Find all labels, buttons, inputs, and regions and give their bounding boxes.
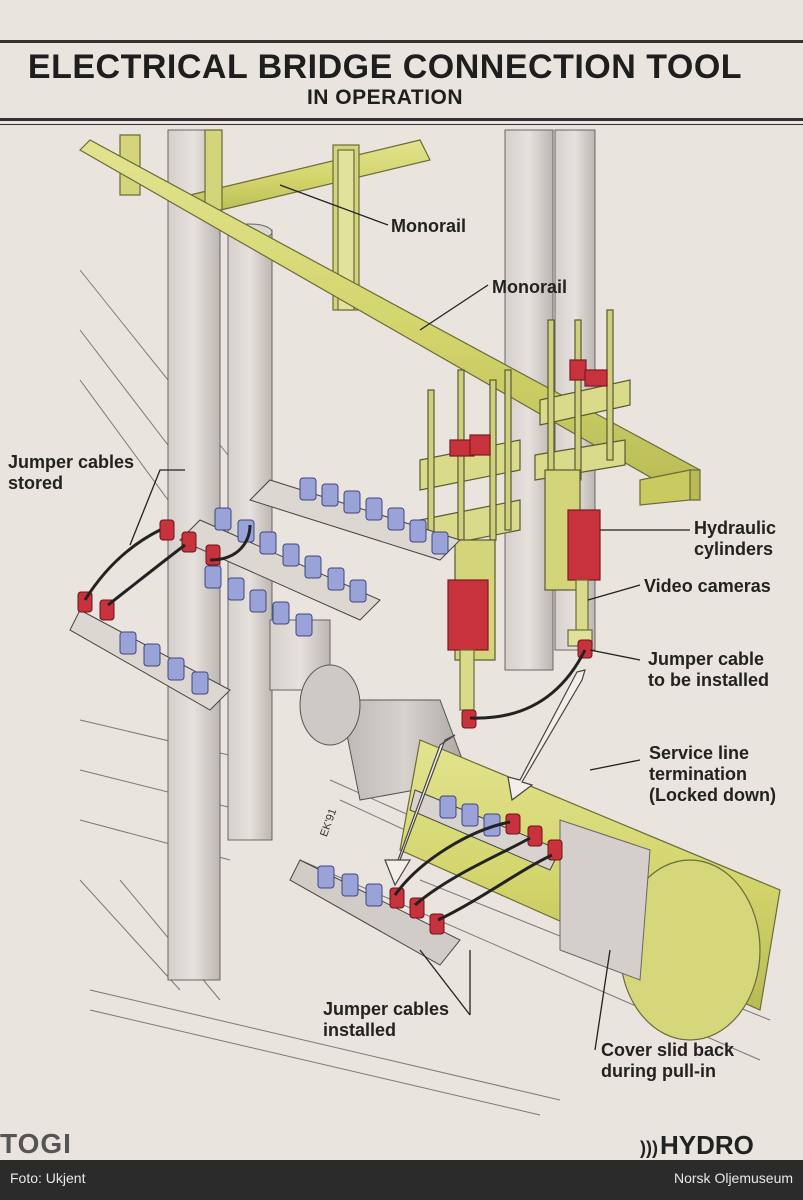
page-subtitle: IN OPERATION bbox=[306, 86, 464, 109]
togi-logo: TOGI bbox=[0, 1128, 72, 1159]
label-hydraulic-cylinders: Hydraulic cylinders bbox=[694, 518, 777, 559]
leader-lines bbox=[129, 184, 690, 1051]
label-jumper-stored: Jumper cables stored bbox=[8, 452, 135, 493]
top-rule bbox=[0, 40, 803, 43]
service-line-termination bbox=[299, 664, 781, 1041]
museum-credit: Norsk Oljemuseum bbox=[674, 1170, 794, 1186]
hydro-mark-icon: ))) bbox=[640, 1138, 658, 1158]
footer-bar bbox=[0, 1160, 803, 1200]
hoist-frame-right bbox=[534, 309, 631, 591]
title-underline-thin bbox=[0, 124, 803, 125]
label-video-cameras: Video cameras bbox=[644, 576, 771, 596]
label-service-line: Service line termination (Locked down) bbox=[649, 743, 776, 805]
move-arrows bbox=[384, 669, 586, 887]
label-cover: Cover slid back during pull-in bbox=[601, 1040, 735, 1081]
camera-stems bbox=[459, 579, 593, 711]
jacket-columns bbox=[167, 129, 596, 981]
technical-illustration: EK'91 bbox=[69, 129, 781, 1116]
artist-mark: EK'91 bbox=[318, 807, 339, 838]
title-underline bbox=[0, 118, 803, 121]
label-jumper-installed: Jumper cables installed bbox=[323, 999, 450, 1040]
jumper-cables bbox=[83, 524, 587, 922]
label-jumper-to-install: Jumper cable to be installed bbox=[648, 649, 770, 690]
page-title: ELECTRICAL BRIDGE CONNECTION TOOL bbox=[27, 48, 743, 86]
label-monorail-main: Monorail bbox=[492, 277, 567, 297]
photo-credit: Foto: Ukjent bbox=[10, 1170, 86, 1186]
monorail-upper bbox=[119, 129, 431, 311]
hydro-logo: )))HYDRO bbox=[640, 1130, 754, 1160]
poster: ELECTRICAL BRIDGE CONNECTION TOOL IN OPE… bbox=[0, 0, 803, 1160]
connectors-blue bbox=[119, 477, 501, 907]
label-monorail-upper: Monorail bbox=[391, 216, 466, 236]
